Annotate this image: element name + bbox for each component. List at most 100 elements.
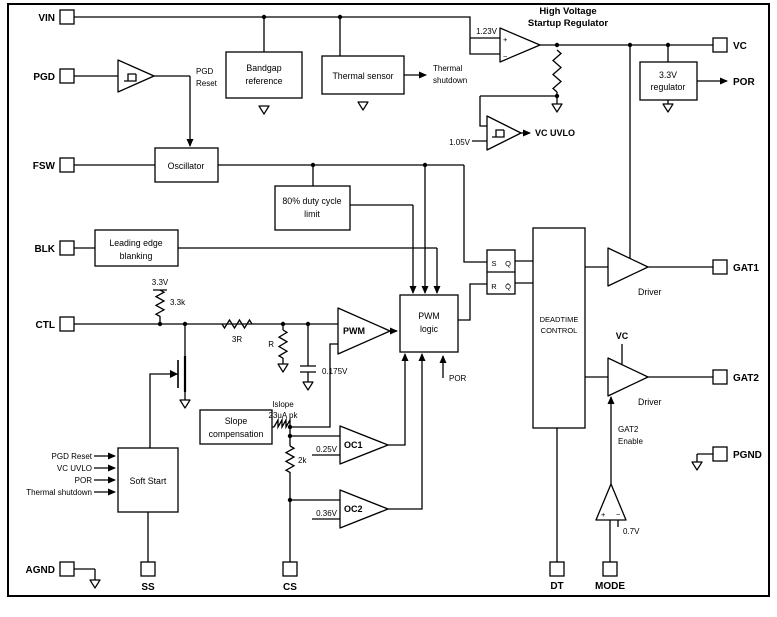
block-3v3-regulator <box>639 61 698 101</box>
bandgap-label-line2: reference <box>245 76 282 86</box>
blocks <box>94 51 698 513</box>
duty-limit-label-line1: 80% duty cycle <box>282 196 341 206</box>
label-pgd-reset-line2: Reset <box>196 79 218 88</box>
passive-symbols <box>89 14 703 589</box>
label-thermal-shutdown-line2: shutdown <box>433 76 467 85</box>
pin-pgd <box>59 68 75 84</box>
driver2-icon <box>607 357 649 397</box>
pin-pgnd <box>712 446 728 462</box>
duty-limit-label-line2: limit <box>304 209 320 219</box>
ss-input-vc-uvlo: VC UVLO <box>57 464 92 473</box>
text-layer: VIN PGD FSW BLK CTL AGND VC POR GAT1 GAT… <box>26 6 762 593</box>
pin-label-pgd: PGD <box>33 72 55 83</box>
label-por-input: POR <box>449 374 467 383</box>
label-vc-uvlo: VC UVLO <box>535 128 575 138</box>
hv-minus-sign: − <box>503 52 508 61</box>
mosfet <box>170 356 187 392</box>
driver1-label: Driver <box>638 287 662 297</box>
label-3v3-rail: 3.3V <box>152 278 169 287</box>
label-3k3: 3.3k <box>170 298 186 307</box>
pin-ss <box>140 561 156 577</box>
wire-vin-net <box>74 16 500 56</box>
enable-minus-sign: − <box>616 510 621 519</box>
pin-fsw <box>59 157 75 173</box>
block-soft-start <box>117 447 179 513</box>
latch-qbar: Q̄ <box>505 282 511 291</box>
regulator-label-line2: regulator <box>651 82 686 92</box>
pin-label-ss: SS <box>141 582 155 593</box>
resistor-2k <box>284 445 296 473</box>
pins <box>59 9 728 577</box>
pin-vin <box>59 9 75 25</box>
enable-plus-sign: + <box>601 510 606 519</box>
driver1-icon <box>607 247 649 287</box>
pin-label-vc: VC <box>733 41 747 52</box>
block-oscillator <box>154 147 219 183</box>
regulator-label-line1: 3.3V <box>659 70 677 80</box>
capacitor-0175 <box>300 365 316 373</box>
wire-oc1-to-pwmlogic <box>388 353 409 446</box>
pin-label-vin: VIN <box>38 13 55 24</box>
pin-label-pgnd: PGND <box>733 450 762 461</box>
ground-pgnd-icon <box>691 461 703 471</box>
label-0v25: 0.25V <box>316 445 338 454</box>
pin-label-gat1: GAT1 <box>733 263 759 274</box>
soft-start-label: Soft Start <box>130 476 167 486</box>
deadtime-label-line2: CONTROL <box>541 326 578 335</box>
pin-dt <box>549 561 565 577</box>
ground-cap-icon <box>302 381 314 391</box>
pin-mode <box>602 561 618 577</box>
label-thermal-shutdown-line1: Thermal <box>433 64 463 73</box>
pin-ctl <box>59 316 75 332</box>
pin-agnd <box>59 561 75 577</box>
diagram-border <box>7 3 770 597</box>
block-pwm-logic <box>399 294 459 353</box>
pwm-logic-label-line1: PWM <box>418 311 440 321</box>
label-pgd-reset-line1: PGD <box>196 67 214 76</box>
label-islope-line2: 23uA pk <box>269 411 299 420</box>
pwm-logic-label-line2: logic <box>420 324 439 334</box>
slope-label-line1: Slope <box>225 416 248 426</box>
label-0v175: 0.175V <box>322 367 348 376</box>
pgd-hysteresis-icon <box>124 73 137 82</box>
latch-q: Q <box>505 259 511 268</box>
wire-left-inputs <box>74 75 338 580</box>
block-thermal-sensor <box>321 55 405 95</box>
block-deadtime-control <box>532 227 586 429</box>
label-2k: 2k <box>298 456 307 465</box>
driver2-label: Driver <box>638 397 662 407</box>
wire-ref-stubs <box>312 37 619 527</box>
ss-input-pgd-reset: PGD Reset <box>52 452 93 461</box>
hv-startup-title-line1: High Voltage <box>539 6 596 17</box>
ground-thermal-icon <box>357 101 369 111</box>
pin-label-dt: DT <box>550 581 563 592</box>
wire-osc-net <box>178 164 487 263</box>
latch-r: R <box>491 282 497 291</box>
label-gat2-enable-line1: GAT2 <box>618 425 639 434</box>
label-r: R <box>268 340 274 349</box>
pin-label-por: POR <box>733 77 755 88</box>
label-3r: 3R <box>232 335 242 344</box>
label-0v7: 0.7V <box>623 527 640 536</box>
wire-oc2-to-pwmlogic <box>388 353 426 510</box>
resistor-3k3 <box>154 289 166 317</box>
uvlo-hysteresis-icon <box>492 129 505 138</box>
label-1v23: 1.23V <box>476 27 498 36</box>
resistor-hv <box>552 49 562 93</box>
pin-vc <box>712 37 728 53</box>
wire-output-net <box>147 260 713 562</box>
gat2-enable-comparator-icon <box>595 483 627 521</box>
pwm-comparator-label: PWM <box>343 326 365 336</box>
oc2-comparator-icon <box>339 489 389 529</box>
hv-startup-comparator-icon <box>499 27 541 63</box>
block-slope-compensation <box>199 409 273 445</box>
block-bandgap <box>225 51 303 99</box>
blanking-label-line2: blanking <box>120 251 153 261</box>
junction-dots <box>157 14 671 503</box>
pin-label-mode: MODE <box>595 581 625 592</box>
arrow-wires <box>94 71 728 510</box>
ground-regulator-icon <box>662 103 674 113</box>
label-1v05: 1.05V <box>449 138 471 147</box>
pin-label-ctl: CTL <box>36 320 55 331</box>
